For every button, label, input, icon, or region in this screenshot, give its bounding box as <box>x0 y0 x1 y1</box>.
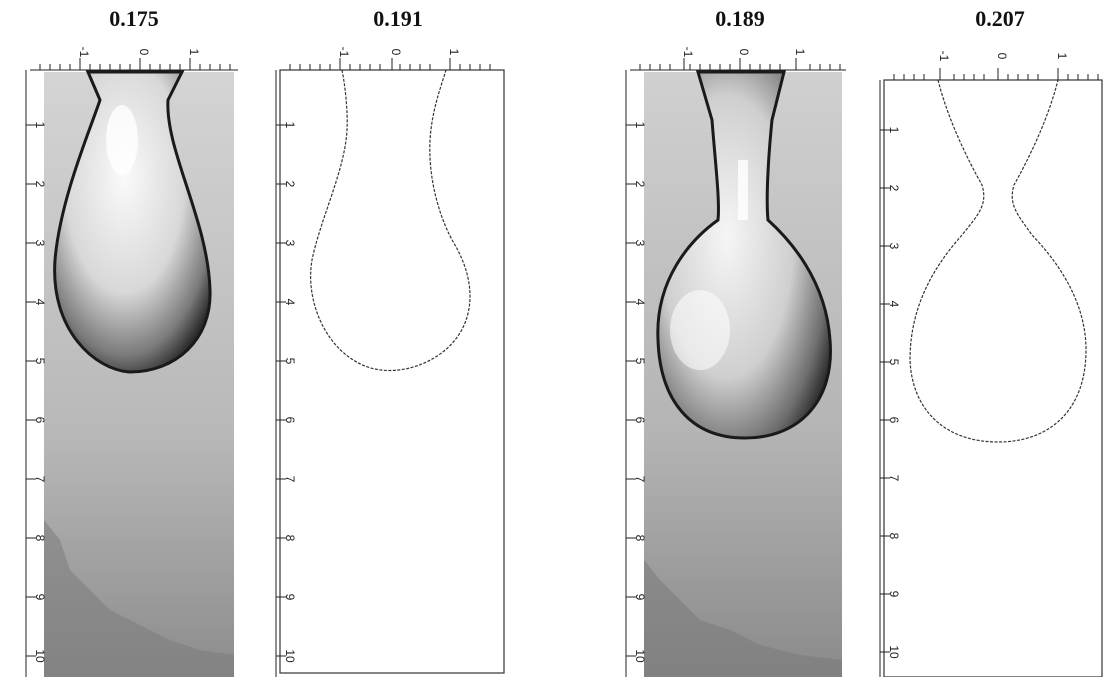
x-tick-label: 0 <box>137 49 151 56</box>
y-tick-label: 4 <box>33 299 47 306</box>
x-tick-label: 1 <box>187 49 201 56</box>
y-tick-label: 10 <box>283 649 297 663</box>
y-tick-label: 5 <box>633 358 647 365</box>
x-tick-label: 1 <box>447 49 461 56</box>
y-tick-label: 7 <box>633 476 647 483</box>
drop-photo-figure: -1 0 1 1 2 3 4 5 6 7 8 9 10 <box>25 47 238 677</box>
y-tick-label: 1 <box>887 127 901 134</box>
y-tick-label: 4 <box>283 299 297 306</box>
y-tick-label: 8 <box>33 535 47 542</box>
y-tick-label: 7 <box>283 476 297 483</box>
photo-left-ticks <box>626 124 636 657</box>
outline-frame <box>279 69 505 674</box>
y-tick-label: 7 <box>33 476 47 483</box>
x-tick-label: -1 <box>681 47 695 58</box>
y-tick-label: 2 <box>633 181 647 188</box>
y-tick-label: 3 <box>33 240 47 247</box>
y-tick-label: 3 <box>633 240 647 247</box>
y-tick-label: 1 <box>33 122 47 129</box>
drop-highlight <box>106 105 138 175</box>
y-tick-label: 8 <box>283 535 297 542</box>
y-tick-label: 6 <box>887 417 901 424</box>
x-tick-label: 0 <box>995 53 1009 60</box>
y-tick-label: 2 <box>887 185 901 192</box>
outline-top-ticks <box>289 58 491 70</box>
drop-photo-figure: -1 0 1 1 2 3 4 5 6 7 8 9 10 <box>625 47 846 677</box>
panel-title: 0.207 <box>975 6 1025 31</box>
x-tick-label: 1 <box>793 49 807 56</box>
panel-photo-1: 0.175 -1 0 1 1 <box>0 0 250 677</box>
y-tick-label: 8 <box>633 535 647 542</box>
panel-outline-1: 0.191 -1 0 1 1 2 3 4 5 6 7 8 9 10 <box>250 0 505 677</box>
y-tick-label: 9 <box>887 591 901 598</box>
x-tick-label: 0 <box>389 49 403 56</box>
photo-top-ticks <box>39 58 231 70</box>
y-tick-label: 8 <box>887 533 901 540</box>
y-tick-label: 5 <box>887 359 901 366</box>
drop-outline-figure: -1 0 1 1 2 3 4 5 6 7 8 9 10 <box>879 51 1103 677</box>
drop-outline <box>310 69 471 372</box>
y-tick-label: 7 <box>887 475 901 482</box>
x-tick-label: -1 <box>77 47 91 58</box>
y-tick-label: 10 <box>887 645 901 659</box>
noise-region <box>44 520 234 677</box>
photo-left-ticks <box>26 124 36 657</box>
y-tick-label: 10 <box>633 649 647 663</box>
y-tick-label: 10 <box>33 649 47 663</box>
y-tick-label: 9 <box>33 594 47 601</box>
y-tick-label: 2 <box>283 181 297 188</box>
panel-title: 0.191 <box>373 6 423 31</box>
noise-region <box>644 560 842 677</box>
x-tick-label: -1 <box>337 47 351 58</box>
photo-top-ticks <box>639 58 841 70</box>
y-tick-label: 6 <box>283 417 297 424</box>
y-tick-label: 4 <box>887 301 901 308</box>
drop-outline-figure: -1 0 1 1 2 3 4 5 6 7 8 9 10 <box>275 47 505 677</box>
y-tick-label: 3 <box>283 240 297 247</box>
y-tick-label: 9 <box>283 594 297 601</box>
y-tick-label: 1 <box>633 122 647 129</box>
panel-title: 0.175 <box>109 6 159 31</box>
outline-left-ticks <box>880 129 890 653</box>
y-tick-label: 1 <box>283 122 297 129</box>
y-tick-label: 4 <box>633 299 647 306</box>
y-tick-label: 5 <box>33 358 47 365</box>
drop-highlight <box>670 290 730 370</box>
outline-frame <box>883 79 1103 677</box>
y-tick-label: 6 <box>633 417 647 424</box>
drop-outline <box>909 79 1087 443</box>
panel-title: 0.189 <box>715 6 765 31</box>
neck-highlight <box>738 160 748 220</box>
outline-left-ticks <box>276 124 286 657</box>
y-tick-label: 9 <box>633 594 647 601</box>
panel-photo-2: 0.189 -1 0 1 <box>600 0 850 677</box>
y-tick-label: 2 <box>33 181 47 188</box>
panel-outline-2: 0.207 -1 0 1 1 2 3 4 5 6 7 8 9 10 <box>850 0 1103 677</box>
x-tick-label: 0 <box>737 49 751 56</box>
x-tick-label: 1 <box>1055 53 1069 60</box>
x-tick-label: -1 <box>937 51 951 62</box>
outline-top-ticks <box>893 68 1099 80</box>
y-tick-label: 6 <box>33 417 47 424</box>
drop-shape <box>53 70 212 374</box>
y-tick-label: 3 <box>887 243 901 250</box>
y-tick-label: 5 <box>283 358 297 365</box>
